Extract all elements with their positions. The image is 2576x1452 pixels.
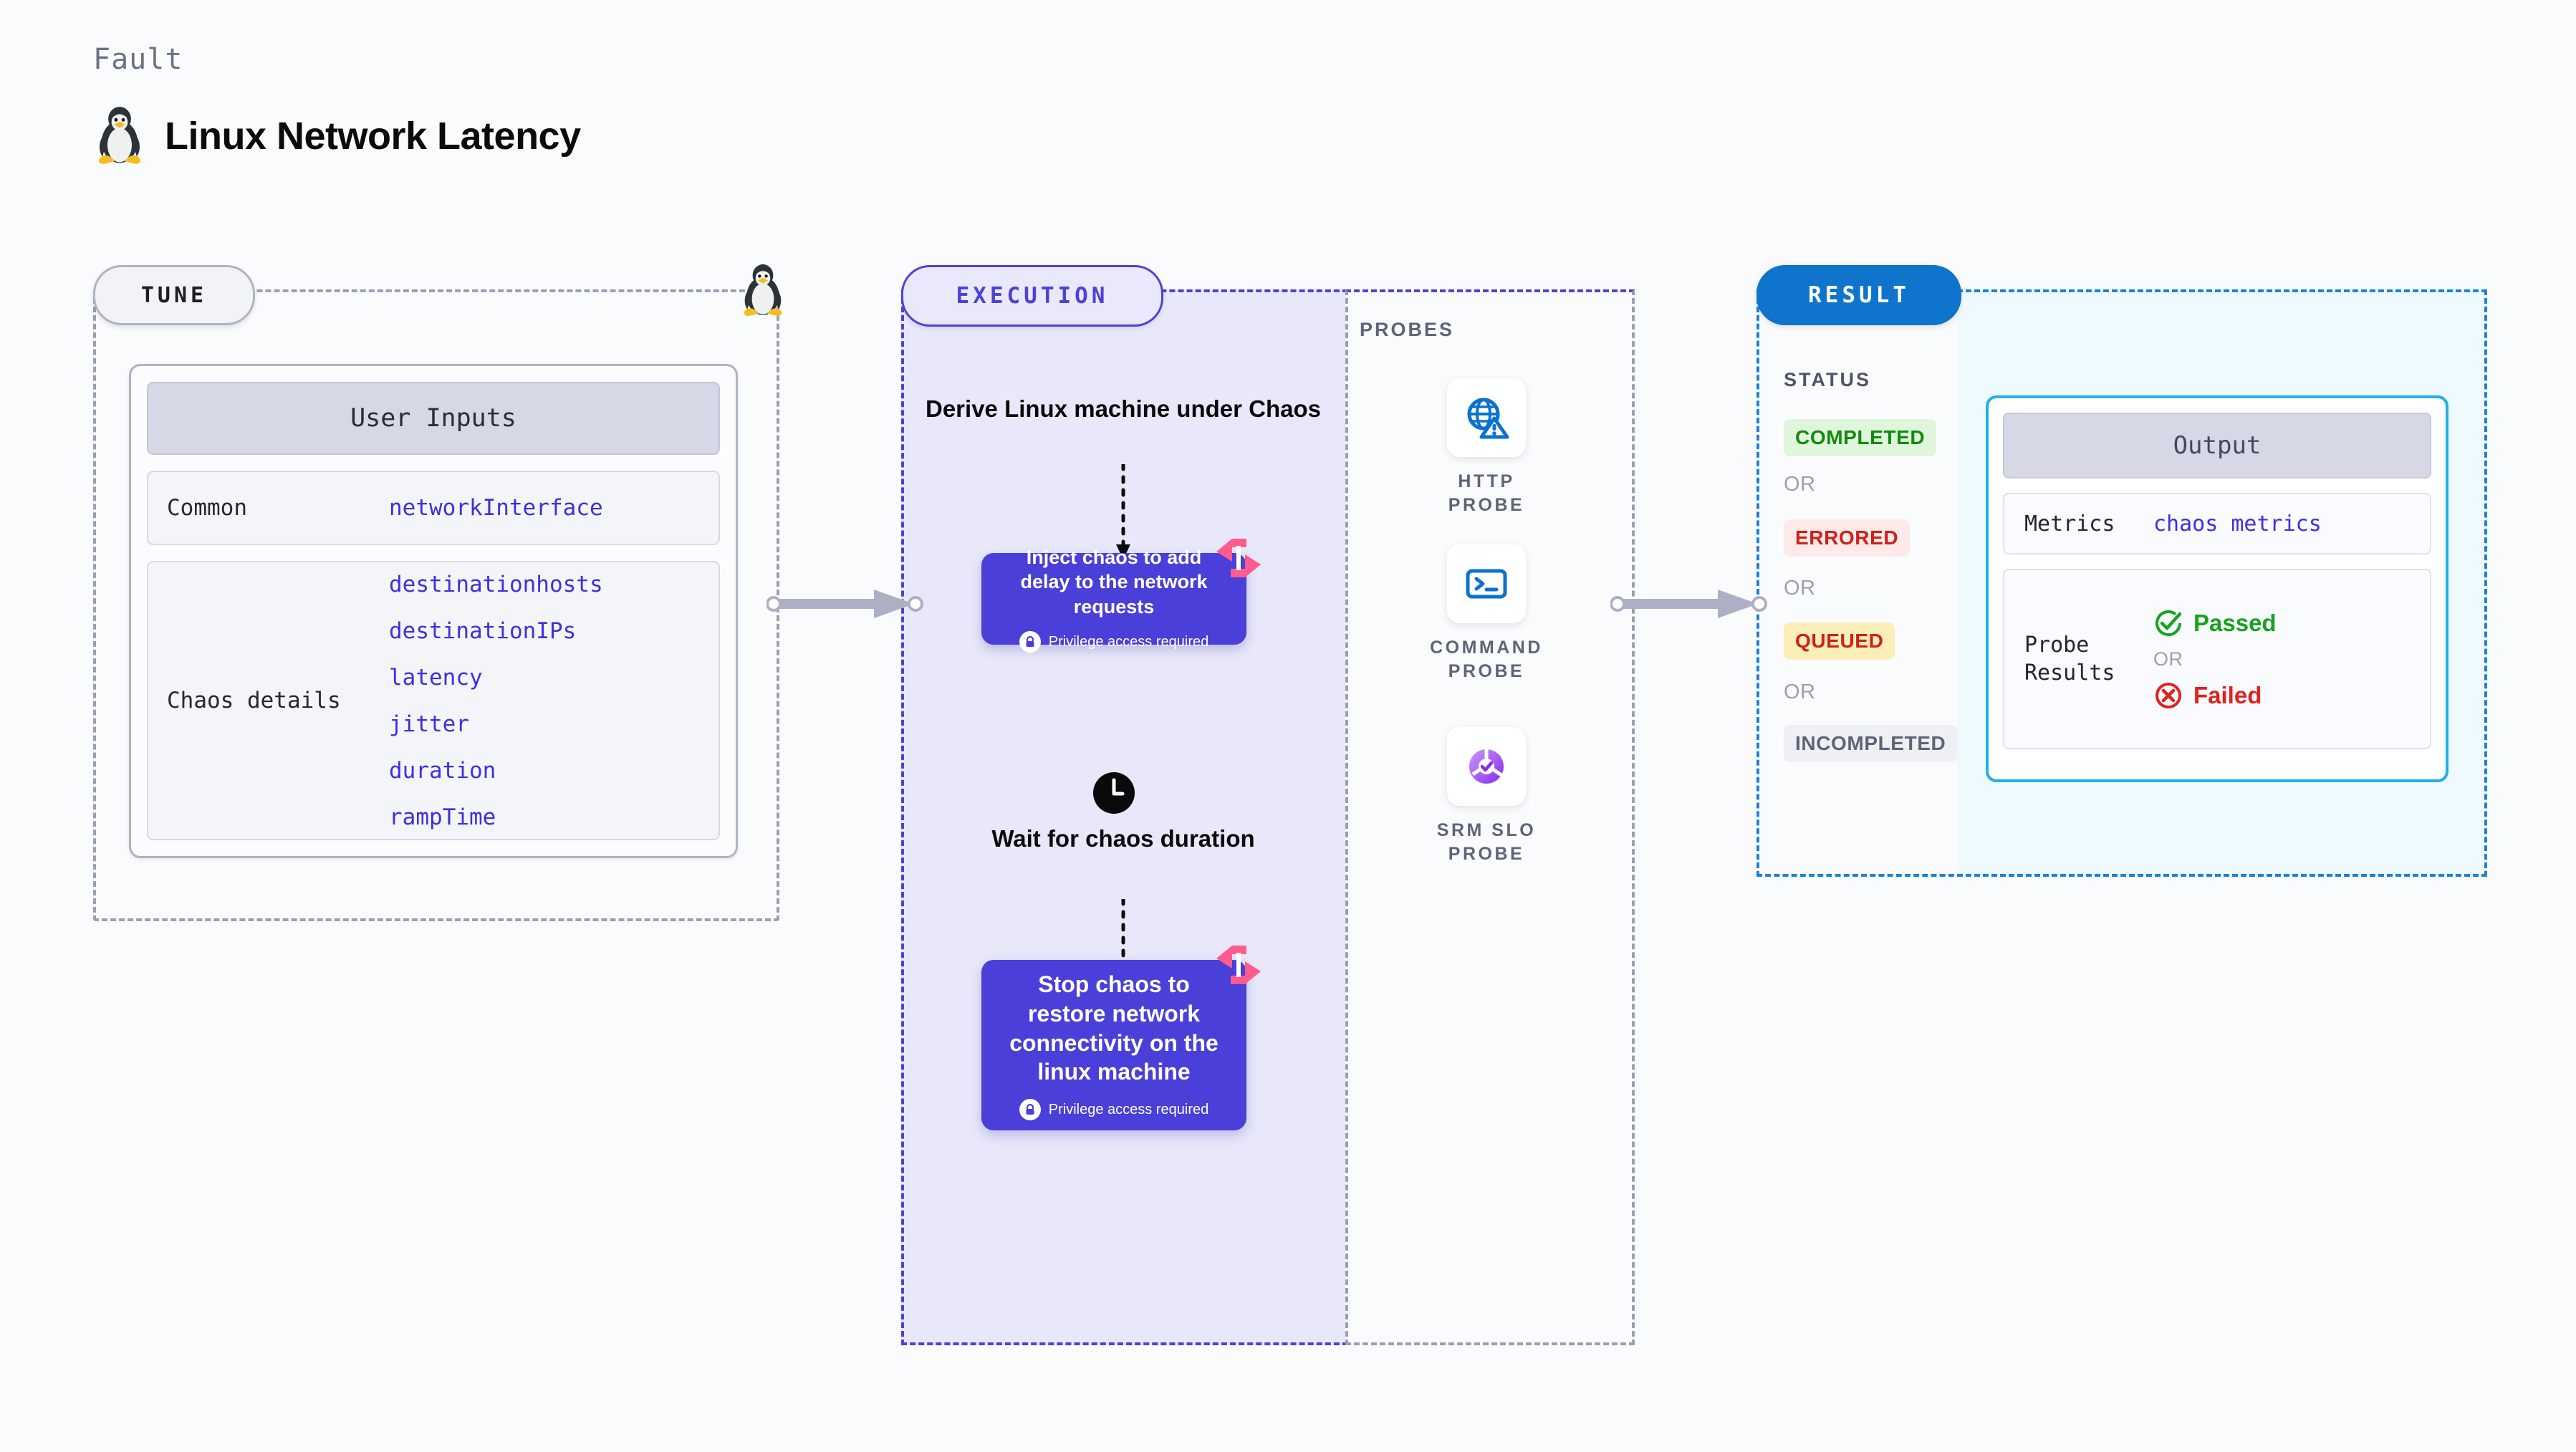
flow-arrow-icon	[1116, 464, 1130, 559]
input-row-label: Common	[167, 495, 247, 521]
input-row-label: Chaos details	[167, 688, 341, 713]
status-badge-text: QUEUED	[1784, 622, 1895, 660]
globe-warning-icon	[1447, 378, 1526, 457]
status-or-label: OR	[1784, 681, 1816, 703]
lock-icon	[1019, 1099, 1041, 1121]
probes-section-label: PROBES	[1360, 319, 1455, 340]
privilege-note: Privilege access required	[1019, 631, 1208, 653]
tux-penguin-icon	[744, 264, 782, 317]
input-row-chaos-details: Chaos details destinationhosts destinati…	[147, 561, 720, 840]
probe-result-failed: Failed	[2153, 681, 2277, 711]
status-badge-incompleted: INCOMPLETED	[1784, 725, 1958, 762]
status-or-label: OR	[1784, 473, 1816, 496]
input-value: destinationIPs	[389, 617, 577, 644]
probe-result-or-label: OR	[2153, 648, 2183, 670]
input-value: destinationhosts	[389, 571, 603, 597]
execution-step-wait-title: Wait for chaos duration	[991, 825, 1255, 852]
status-badge-text: ERRORED	[1784, 519, 1911, 557]
page-title: Linux Network Latency	[165, 115, 581, 158]
lock-icon	[1019, 631, 1041, 653]
execution-card-inject-chaos[interactable]: Inject chaos to add delay to the network…	[981, 539, 1261, 653]
check-circle-icon	[2156, 610, 2182, 636]
user-inputs-card: User Inputs Common networkInterface Chao…	[129, 364, 738, 858]
probe-result-passed-label: Passed	[2193, 609, 2277, 636]
input-value: duration	[389, 757, 496, 784]
probe-label: SRM SLO PROBE	[1436, 820, 1537, 864]
status-badge-errored: ERRORED	[1784, 519, 1911, 557]
input-value: networkInterface	[389, 495, 603, 521]
status-section-label: STATUS	[1784, 369, 1871, 390]
status-badge-queued: QUEUED	[1784, 622, 1895, 660]
privilege-note: Privilege access required	[1019, 1099, 1209, 1121]
user-inputs-title: User Inputs	[147, 382, 720, 455]
privilege-note-text: Privilege access required	[1048, 1101, 1209, 1117]
privilege-note-text: Privilege access required	[1048, 633, 1209, 650]
output-row-probe-results: Probe Results Passed OR Failed	[2003, 569, 2431, 749]
status-or-label: OR	[1784, 577, 1816, 600]
execution-step-derive-title: Derive Linux machine under Chaos	[926, 395, 1321, 422]
probe-item-command[interactable]: COMMAND PROBE	[1422, 544, 1551, 683]
status-badge-text: INCOMPLETED	[1784, 725, 1958, 762]
connector-probes-to-result	[1610, 590, 1767, 618]
probe-item-http[interactable]: HTTP PROBE	[1422, 378, 1551, 516]
input-value: rampTime	[389, 804, 496, 830]
output-row-metrics: Metrics chaos metrics	[2003, 493, 2431, 554]
output-row-label: Metrics	[2024, 511, 2115, 537]
input-row-values: destinationhosts destinationIPs latency …	[389, 572, 603, 830]
probes-region	[1345, 289, 1635, 1345]
execution-pill[interactable]: EXECUTION	[901, 265, 1163, 327]
x-circle-icon	[2156, 682, 2181, 708]
harness-logo-icon	[1216, 946, 1261, 984]
execution-card-text: Stop chaos to restore network connectivi…	[1009, 971, 1219, 1085]
harness-logo-icon	[1216, 539, 1261, 577]
execution-region	[901, 289, 1348, 1345]
status-badge-text: COMPLETED	[1784, 419, 1937, 456]
probe-label: HTTP PROBE	[1448, 471, 1525, 515]
probe-item-srm-slo[interactable]: SRM SLO PROBE	[1422, 727, 1551, 865]
output-row-label: Probe Results	[2024, 633, 2115, 686]
connector-tune-to-execution	[766, 590, 923, 618]
probe-result-failed-label: Failed	[2193, 681, 2262, 708]
page-header: Fault Linux Network Latency	[93, 43, 581, 166]
output-metrics-value: chaos metrics	[2153, 511, 2322, 537]
probe-label: COMMAND PROBE	[1430, 638, 1543, 681]
slo-donut-check-icon	[1447, 727, 1526, 806]
input-value: jitter	[389, 711, 469, 737]
fault-title-row: Linux Network Latency	[93, 106, 581, 166]
tux-penguin-icon	[98, 107, 141, 164]
input-row-common: Common networkInterface	[147, 471, 720, 545]
terminal-icon	[1447, 544, 1526, 623]
result-pill[interactable]: RESULT	[1756, 265, 1961, 325]
status-badge-completed: COMPLETED	[1784, 419, 1937, 456]
input-value: latency	[389, 664, 483, 691]
output-card: Output Metrics chaos metrics Probe Resul…	[1986, 395, 2448, 782]
input-row-values: networkInterface	[389, 495, 603, 521]
probe-result-options: Passed OR Failed	[2153, 608, 2277, 711]
clock-icon	[1093, 772, 1135, 814]
tune-pill[interactable]: TUNE	[93, 265, 255, 325]
fault-eyebrow-label: Fault	[93, 43, 183, 76]
execution-card-text: Inject chaos to add delay to the network…	[1020, 546, 1208, 617]
output-title: Output	[2003, 413, 2431, 479]
execution-card-stop-chaos[interactable]: Stop chaos to restore network connectivi…	[981, 946, 1261, 1130]
probe-result-passed: Passed	[2153, 608, 2277, 638]
